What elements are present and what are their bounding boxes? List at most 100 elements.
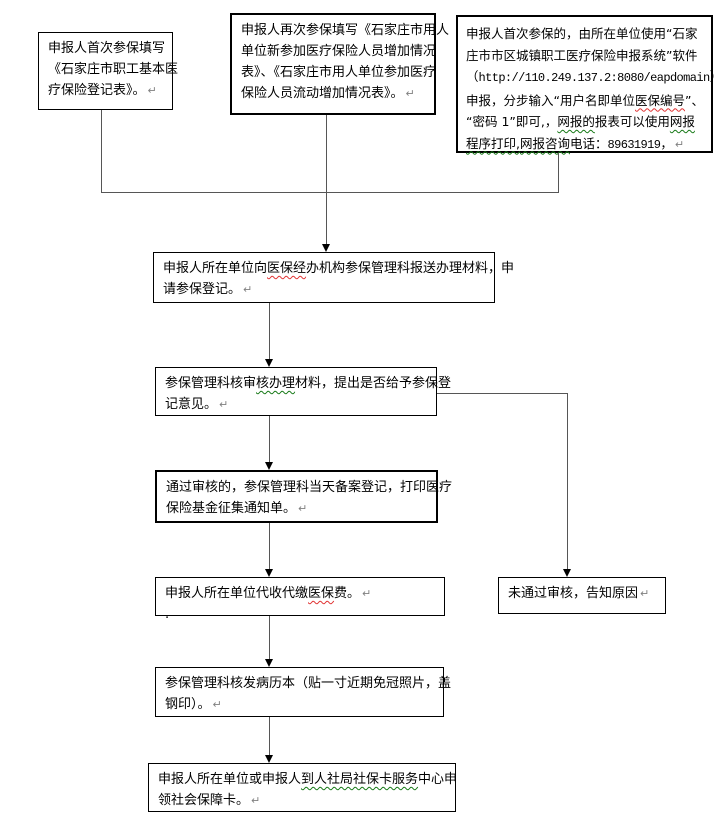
text-segment: ， <box>660 135 673 151</box>
connector-submit-to-review <box>269 303 270 359</box>
connector-record-to-card <box>269 717 270 755</box>
text-line: 请参保登记。↵ <box>163 279 486 300</box>
text-segment: ） <box>709 69 723 84</box>
arrowhead-into-card <box>265 755 273 763</box>
text-segment: 医保编号 <box>634 92 685 108</box>
text-line: 领社会保障卡。↵ <box>158 790 447 811</box>
connector-bus-horizontal <box>101 192 559 193</box>
flowchart-box-online-declare-system: 申报人首次参保的，由所在单位使用“石家庄市市区城镇职工医疗保险申报系统”软件 （h… <box>456 15 722 153</box>
text-line: 记意见。↵ <box>165 394 428 415</box>
text-segment: 中心申 <box>418 772 458 787</box>
paragraph-mark: ↵ <box>405 87 415 100</box>
paragraph-mark: ↵ <box>640 587 650 600</box>
text-segment: 申报人所在单位代收代缴 <box>165 586 309 601</box>
text-segment: 请参保登记。 <box>163 282 242 297</box>
text-segment: 领社会保障卡。 <box>158 793 250 808</box>
arrowhead-into-not-approved <box>563 569 571 577</box>
arrowhead-into-fees <box>265 569 273 577</box>
text-segment: http://110.249.137.2:8080/eapdomain <box>478 71 711 85</box>
paragraph-mark: ↵ <box>674 137 685 151</box>
text-segment: 单位新参加医疗保险人员增加情况 <box>241 44 437 59</box>
text-segment: 未通过审核，告知原因 <box>508 586 639 601</box>
text-segment: 申报人所在单位向 <box>163 261 268 276</box>
text-segment: 医保 <box>308 586 335 601</box>
text-segment: 报表可以使用 <box>594 114 670 129</box>
arrowhead-into-review <box>265 359 273 367</box>
flowchart-box-approved-register: 通过审核的，参保管理科当天备案登记，打印医疗保险基金征集通知单。↵ <box>155 470 452 523</box>
text-line: 保险基金征集通知单。↵ <box>166 498 428 519</box>
text-line: 庄市市区城镇职工医疗保险申报系统”软件 <box>466 45 705 67</box>
text-line: 申报人首次参保的，由所在单位使用“石家 <box>466 23 705 45</box>
flowchart-box-submit-materials: 申报人所在单位向医保经办机构参保管理科报送办理材料，申请参保登记。↵ <box>153 252 514 303</box>
connector-right-vertical <box>558 153 559 193</box>
text-segment: 申报人首次参保的，由所在单位使用“石家 <box>466 26 698 41</box>
text-line: 参保管理科核审核办理材料，提出是否给予参保登 <box>165 373 451 394</box>
text-segment: 网报的 <box>557 114 595 129</box>
text-line: 参保管理科核发病历本（贴一寸近期免冠照片，盖 <box>165 673 451 694</box>
text-line: 申报人首次参保填写 <box>48 38 165 59</box>
text-line: 未通过审核，告知原因↵ <box>508 583 657 604</box>
text-segment: 表》、《石家庄市用人单位参加医疗 <box>241 65 437 80</box>
text-segment: 保险人员流动增加情况表》。 <box>241 86 404 101</box>
connector-approved-to-fees <box>269 523 270 569</box>
text-segment: 医保经 <box>267 261 307 276</box>
text-line: 申报人所在单位代收代缴医保费。↵ <box>165 583 436 604</box>
paragraph-mark: ↵ <box>243 283 253 296</box>
text-segment: 网报 <box>669 114 695 129</box>
text-line: 通过审核的，参保管理科当天备案登记，打印医疗 <box>166 477 452 498</box>
text-segment: 参保管理科核审 <box>165 376 257 391</box>
arrowhead-into-approved <box>265 462 273 470</box>
text-segment: 费。 <box>334 586 361 601</box>
flowchart-box-not-approved: 未通过审核，告知原因↵ <box>498 577 666 614</box>
text-segment: 通过审核的，参保管理科当天备案登记，打印医疗 <box>166 480 453 495</box>
text-line: “密码 1”即可,，网报的报表可以使用网报 <box>466 111 705 133</box>
text-segment: 申报人所在单位或申报人 <box>158 772 302 787</box>
text-segment: 程序打印, <box>466 135 520 151</box>
text-segment: 庄市市区城镇职工医疗保险申报系统”软件 <box>466 47 698 63</box>
paragraph-mark: ↵ <box>212 698 222 711</box>
flowchart-box-issue-medical-record: 参保管理科核发病历本（贴一寸近期免冠照片，盖钢印）。↵ <box>155 667 451 717</box>
text-segment: 申报人再次参保填写《石家庄市用人 <box>241 23 450 38</box>
text-line: 《石家庄市职工基本医 <box>48 59 178 80</box>
text-segment: 到人社局社保卡服务 <box>301 772 419 787</box>
text-line: 申报，分步输入“用户名即单位医保编号”、 <box>466 90 705 112</box>
paragraph-mark: ↵ <box>219 398 229 411</box>
flowchart-box-apply-social-security-card: 申报人所在单位或申报人到人社局社保卡服务中心申领社会保障卡。↵ <box>148 763 457 812</box>
connector-branch-horizontal <box>437 393 568 394</box>
connector-middle-vertical <box>326 115 327 245</box>
text-line: 保险人员流动增加情况表》。↵ <box>241 83 426 104</box>
text-line: （http://110.249.137.2:8080/eapdomain） <box>466 66 722 90</box>
paragraph-mark: ↵ <box>362 587 372 600</box>
text-segment: 疗保险登记表》。 <box>48 83 146 98</box>
text-line: 钢印）。↵ <box>165 694 435 715</box>
flowchart-box-re-enroll-forms: 申报人再次参保填写《石家庄市用人单位新参加医疗保险人员增加情况表》、《石家庄市用… <box>230 13 449 115</box>
text-line: 申报人所在单位或申报人到人社局社保卡服务中心申 <box>158 769 457 790</box>
text-segment: “密码 1”即可,， <box>466 114 558 129</box>
paragraph-mark: ↵ <box>147 84 157 97</box>
text-line: 疗保险登记表》。↵ <box>48 80 164 101</box>
flowchart-box-review-materials: 参保管理科核审核办理材料，提出是否给予参保登记意见。↵ <box>155 367 451 416</box>
text-line: 申报人再次参保填写《石家庄市用人 <box>241 20 449 41</box>
text-segment: 申报，分步输入“用户名即单位 <box>466 92 635 108</box>
connector-branch-vertical <box>567 393 568 569</box>
text-segment: 《石家庄市职工基本医 <box>48 62 179 77</box>
text-segment: 电话： <box>570 135 608 151</box>
text-segment: 网报咨询 <box>519 135 570 151</box>
connector-review-to-approved <box>269 416 270 462</box>
text-line: 表》、《石家庄市用人单位参加医疗 <box>241 62 436 83</box>
text-segment: 办机构参保管理科报送办理材料，申 <box>306 261 515 276</box>
connector-fees-to-record <box>269 616 270 659</box>
text-segment: . <box>165 607 170 622</box>
arrowhead-into-submit-materials <box>322 244 330 252</box>
text-line: 单位新参加医疗保险人员增加情况 <box>241 41 436 62</box>
flowchart-box-first-enroll-form: 申报人首次参保填写《石家庄市职工基本医疗保险登记表》。↵ <box>38 32 178 110</box>
paragraph-mark: ↵ <box>251 794 261 807</box>
text-segment: （ <box>466 69 479 84</box>
arrowhead-into-record <box>265 659 273 667</box>
text-segment: 保险基金征集通知单。 <box>166 501 297 516</box>
text-line: 程序打印,网报咨询电话：89631919，↵ <box>466 133 705 157</box>
text-segment: 89631919 <box>607 137 661 152</box>
text-segment: 核办理 <box>256 376 296 391</box>
text-segment: 参保管理科核发病历本（贴一寸近期免冠照片，盖 <box>165 676 452 691</box>
